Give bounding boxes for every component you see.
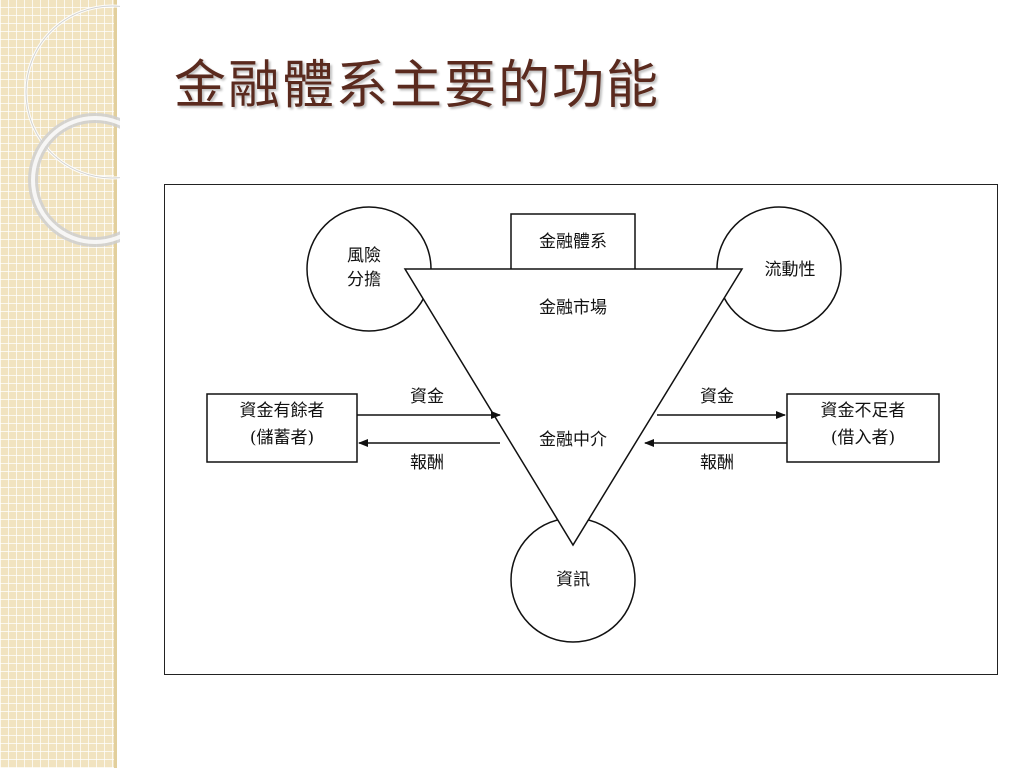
risk-sharing-label-line2: 分擔: [347, 270, 381, 290]
information-label: 資訊: [556, 570, 590, 590]
borrowers-label-line1: 資金不足者: [820, 401, 906, 421]
diagram-canvas: [206, 206, 940, 643]
savers-label-line2: (儲蓄者): [249, 428, 315, 448]
decorative-rings: [24, 4, 120, 247]
savers-label-line1: 資金有餘者: [239, 401, 325, 421]
slide-title: 金融體系主要的功能: [174, 56, 661, 116]
liquidity-label: 流動性: [764, 260, 816, 280]
savers-box: [206, 393, 358, 463]
diagram-frame: 金融體系 風險 分擔 流動性 金融市場 金融中介 資訊 資金有餘者 (儲蓄者) …: [164, 184, 998, 675]
financial-intermediaries-label: 金融中介: [539, 430, 607, 450]
left-returns-label: 報酬: [410, 453, 444, 473]
right-returns-label: 報酬: [700, 453, 734, 473]
financial-markets-label: 金融市場: [539, 298, 607, 318]
borrowers-box: [786, 393, 940, 463]
left-funds-label: 資金: [410, 387, 444, 407]
inverted-triangle: [403, 268, 744, 547]
borrowers-label-line2: (借入者): [830, 428, 896, 448]
right-funds-label: 資金: [700, 387, 734, 407]
financial-system-box: [510, 213, 636, 271]
risk-sharing-label-line1: 風險: [347, 246, 381, 266]
financial-system-label: 金融體系: [539, 232, 607, 252]
